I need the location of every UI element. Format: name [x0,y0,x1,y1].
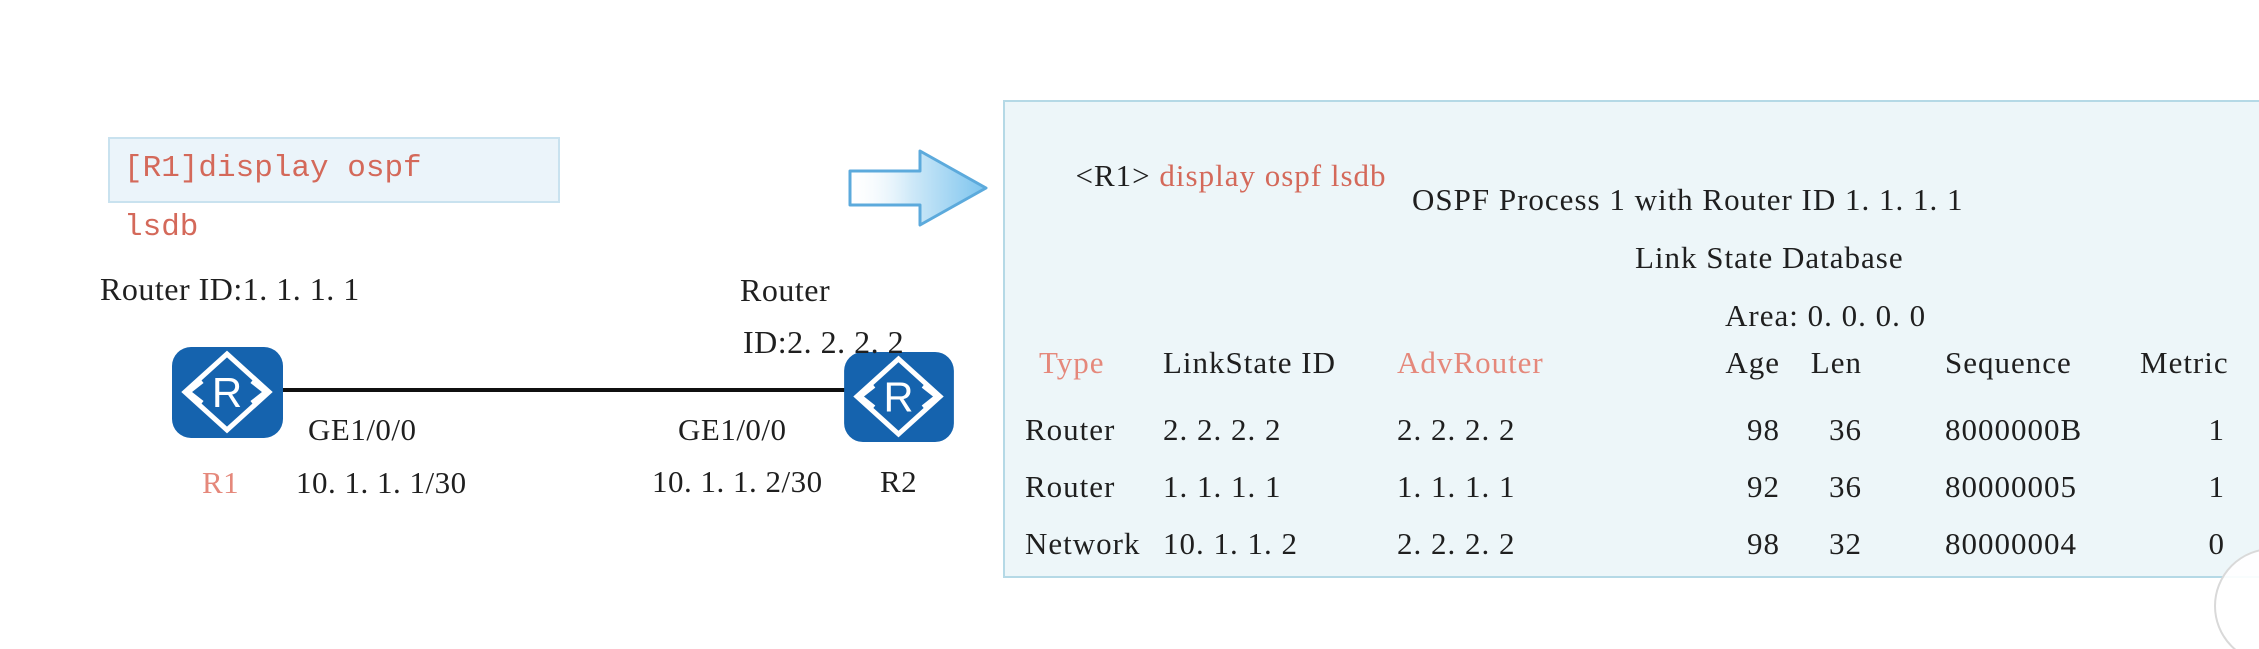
r2-ip-label: 10. 1. 1. 2/30 [652,464,823,499]
link-state-database-heading: Link State Database [1635,240,1904,275]
cell-age: 98 [1747,412,1780,447]
header-type: Type [1039,345,1105,380]
router-letter-r2: R [884,373,914,420]
router2-id-label-line2: ID:2. 2. 2. 2 [743,324,905,360]
cell-linkstate-id: 1. 1. 1. 1 [1163,469,1282,504]
command-text-line2: lsdb [124,210,199,245]
cell-metric: 1 [2208,412,2225,447]
lsdb-table-header: Type LinkState ID AdvRouter Age Len Sequ… [1005,345,2259,385]
flow-arrow-icon [848,149,988,227]
cell-len: 32 [1829,526,1862,561]
r2-name-label: R2 [880,464,918,499]
router-icon-r1: R [172,347,283,438]
cell-metric: 0 [2208,526,2225,561]
ospf-process-heading: OSPF Process 1 with Router ID 1. 1. 1. 1 [1412,182,1964,217]
cell-len: 36 [1829,412,1862,447]
cell-linkstate-id: 2. 2. 2. 2 [1163,412,1282,447]
header-len: Len [1810,345,1862,380]
area-heading: Area: 0. 0. 0. 0 [1725,298,1927,333]
cell-advrouter: 1. 1. 1. 1 [1397,469,1516,504]
cell-type: Network [1025,526,1141,561]
terminal-command: display ospf lsdb [1159,158,1387,193]
ethernet-link-line [283,388,849,392]
cell-metric: 1 [2208,469,2225,504]
header-metric: Metric [2140,345,2229,380]
header-age: Age [1725,345,1780,380]
router-letter-r1: R [212,369,242,416]
cell-linkstate-id: 10. 1. 1. 2 [1163,526,1298,561]
router2-id-label-line1: Router [740,272,831,308]
cell-age: 92 [1747,469,1780,504]
header-sequence: Sequence [1945,345,2072,380]
header-linkstate-id: LinkState ID [1163,345,1336,380]
terminal-prompt: <R1> [1075,158,1151,193]
router-icon-r2: R [844,352,954,442]
cell-type: Router [1025,469,1116,504]
router1-id-label: Router ID:1. 1. 1. 1 [100,271,360,307]
cell-sequence: 8000000B [1945,412,2083,447]
r1-name-label: R1 [202,465,240,500]
r2-interface-label: GE1/0/0 [678,412,787,447]
cell-sequence: 80000004 [1945,526,2077,561]
r1-interface-label: GE1/0/0 [308,412,417,447]
terminal-output-panel: <R1> display ospf lsdb OSPF Process 1 wi… [1003,100,2259,578]
header-advrouter: AdvRouter [1397,345,1544,380]
table-row: Router 2. 2. 2. 2 2. 2. 2. 2 98 36 80000… [1005,412,2259,452]
cell-sequence: 80000005 [1945,469,2077,504]
command-annotation-box: [R1]display ospf [108,137,560,203]
cell-len: 36 [1829,469,1862,504]
cell-age: 98 [1747,526,1780,561]
cell-type: Router [1025,412,1116,447]
cell-advrouter: 2. 2. 2. 2 [1397,526,1516,561]
cell-advrouter: 2. 2. 2. 2 [1397,412,1516,447]
table-row: Network 10. 1. 1. 2 2. 2. 2. 2 98 32 800… [1005,526,2259,566]
r1-ip-label: 10. 1. 1. 1/30 [296,465,467,500]
terminal-prompt-line: <R1> display ospf lsdb [1023,122,1387,230]
table-row: Router 1. 1. 1. 1 1. 1. 1. 1 92 36 80000… [1005,469,2259,509]
command-text-line1: [R1]display ospf [124,151,422,186]
